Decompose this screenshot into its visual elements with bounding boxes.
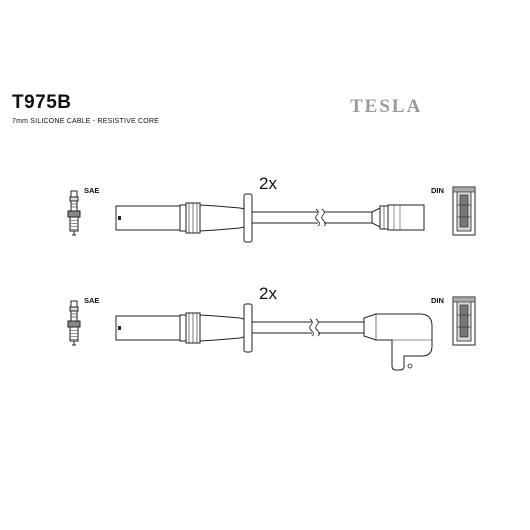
lead-2-spark-plug-icon xyxy=(67,300,81,346)
lead-1-plug-boot xyxy=(115,193,253,243)
lead-1-quantity: 2x xyxy=(259,174,277,193)
lead-1-right-connector-label: DIN xyxy=(431,186,444,195)
lead-2-break-left xyxy=(309,318,314,337)
lead-2-angled-boot xyxy=(363,313,433,371)
lead-2-left-connector-label: SAE xyxy=(84,296,100,305)
lead-1-spark-plug-icon xyxy=(67,190,81,236)
lead-1-left-connector-label: SAE xyxy=(84,186,100,195)
part-number: T975B xyxy=(12,92,72,113)
lead-1-coil-boot-taper xyxy=(371,207,381,228)
cable-description: 7mm SILICONE CABLE - RESISTIVE CORE xyxy=(12,118,160,125)
lead-1-din-connector-icon xyxy=(452,186,476,236)
lead-2-din-connector-icon xyxy=(452,296,476,346)
lead-2-plug-boot xyxy=(115,303,253,353)
lead-1 xyxy=(67,186,476,243)
brand-logo: TESLA xyxy=(350,96,423,117)
lead-1-coil-boot xyxy=(387,204,425,231)
lead-1-break-left xyxy=(315,208,320,227)
lead-2 xyxy=(67,296,476,371)
lead-2-right-connector-label: DIN xyxy=(431,296,444,305)
lead-2-quantity: 2x xyxy=(259,284,277,303)
